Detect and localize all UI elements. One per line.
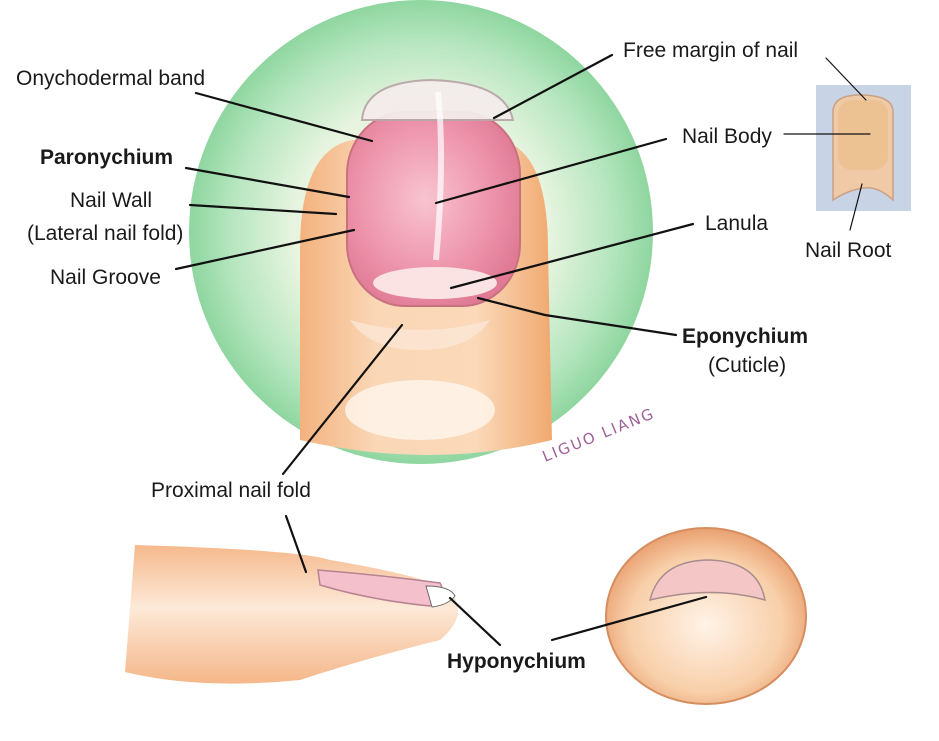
leader-proximal-nail-fold-side — [284, 514, 308, 574]
label-proximal-nail-fold: Proximal nail fold — [151, 479, 311, 502]
leader-lanula — [449, 222, 695, 290]
side-free-edge — [425, 585, 456, 608]
label-nail-groove: Nail Groove — [50, 266, 161, 289]
labels: Free margin of nail Onychodermal band Na… — [16, 39, 892, 673]
label-onychodermal-band: Onychodermal band — [16, 67, 205, 90]
leader-nail-groove — [174, 228, 356, 271]
fingertip-nail — [648, 559, 766, 602]
leader-free-margin — [492, 53, 614, 120]
label-nail-body: Nail Body — [682, 125, 772, 148]
leader-proximal-nail-fold-top — [281, 323, 404, 476]
label-nail-root: Nail Root — [805, 239, 892, 262]
leader-eponychium — [476, 296, 678, 337]
fingertip-illustration — [605, 527, 807, 705]
label-paronychium: Paronychium — [40, 146, 173, 169]
inset-nail-photo — [816, 85, 911, 211]
label-lanula: Lanula — [705, 212, 768, 235]
leader-hyponychium-side — [448, 596, 502, 647]
leader-nail-body — [434, 137, 668, 205]
leader-lines — [174, 53, 871, 647]
label-eponychium: Eponychium — [682, 325, 808, 348]
leader-paronychium — [184, 166, 351, 199]
leader-hyponychium-tip — [550, 595, 708, 642]
leader-onychodermal-band — [194, 91, 374, 143]
label-free-margin: Free margin of nail — [623, 39, 798, 62]
label-nail-wall: Nail Wall — [70, 189, 152, 212]
inset-nail-body — [838, 100, 888, 170]
leader-inset-nail-root — [849, 183, 863, 231]
label-cuticle: (Cuticle) — [708, 354, 786, 377]
leader-inset-free-margin — [825, 57, 867, 101]
side-finger-illustration — [125, 545, 458, 684]
lunula-shape — [373, 267, 497, 299]
knuckle-highlight — [345, 380, 495, 440]
label-lateral-nail-fold: (Lateral nail fold) — [27, 222, 183, 245]
side-finger-shape — [125, 545, 458, 684]
leader-nail-wall — [188, 203, 338, 216]
fingertip-shape — [605, 527, 807, 705]
proximal-fold-shape — [350, 320, 490, 350]
label-hyponychium: Hyponychium — [447, 650, 586, 673]
nail-shine — [433, 91, 445, 261]
main-finger-illustration: LIGUO LIANG — [189, 0, 658, 466]
